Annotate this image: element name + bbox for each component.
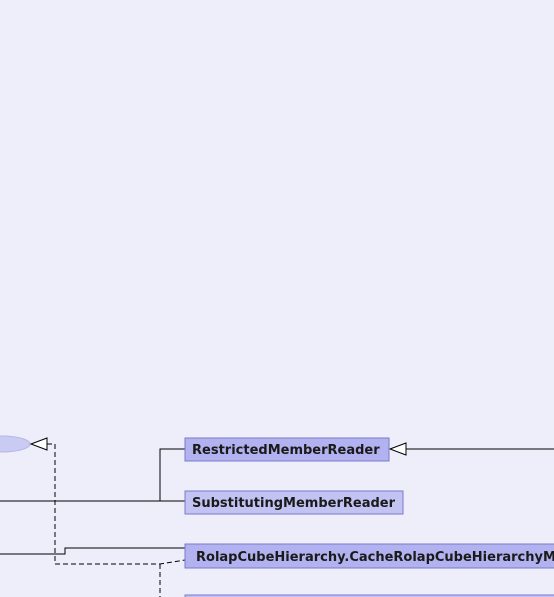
node-label-restricted: RestrictedMemberReader	[192, 443, 380, 458]
inheritance-arrowhead	[388, 442, 407, 456]
interface-ellipse[interactable]	[0, 435, 31, 453]
node-partial-bottom[interactable]	[184, 594, 554, 597]
association-edge-left-to-cache	[0, 547, 185, 555]
node-substituting-member-reader[interactable]: SubstitutingMemberReader	[184, 490, 404, 515]
realization-arrowhead	[29, 437, 48, 451]
association-edge-left-to-restricted	[0, 448, 185, 502]
node-cache-rolap-cube-hierarchy-member-reader[interactable]: RolapCubeHierarchy.CacheRolapCubeHierarc…	[184, 543, 554, 569]
node-restricted-member-reader[interactable]: RestrictedMemberReader	[184, 437, 390, 462]
node-label-substituting: SubstitutingMemberReader	[192, 496, 396, 511]
node-label-cache: RolapCubeHierarchy.CacheRolapCubeHierarc…	[196, 550, 554, 565]
realization-edge-cache-to-interface	[47, 443, 186, 565]
